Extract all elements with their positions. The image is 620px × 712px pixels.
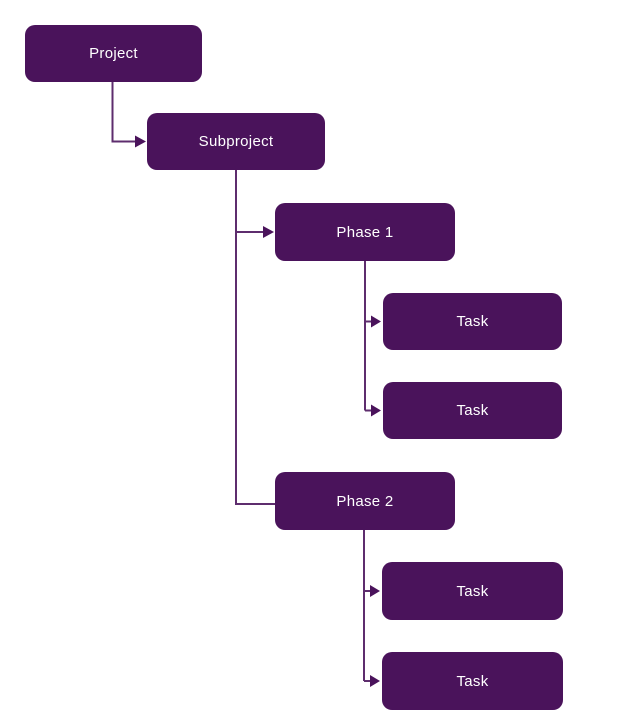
node-task-2: Task (383, 382, 562, 439)
node-phase-1: Phase 1 (275, 203, 455, 261)
node-task-4: Task (382, 652, 563, 710)
node-project: Project (25, 25, 202, 82)
arrowhead-task1 (371, 315, 381, 328)
node-task-3: Task (382, 562, 563, 620)
edge-subproject-phase2 (235, 170, 275, 505)
node-task-1: Task (383, 293, 562, 350)
arrowhead-subproject (135, 135, 146, 148)
arrowhead-phase1 (263, 226, 274, 238)
arrowhead-task3 (370, 585, 380, 597)
node-phase-1-label: Phase 1 (336, 223, 394, 241)
node-task-3-label: Task (456, 582, 489, 600)
node-phase-2-label: Phase 2 (336, 492, 394, 510)
arrowhead-task2 (371, 404, 381, 417)
node-subproject: Subproject (147, 113, 325, 170)
node-task-4-label: Task (456, 672, 489, 690)
node-task-1-label: Task (456, 313, 489, 330)
arrowhead-task4 (370, 675, 380, 687)
node-phase-2: Phase 2 (275, 472, 455, 530)
edge-project-subproject (111, 82, 135, 143)
node-subproject-label: Subproject (198, 133, 274, 150)
node-project-label: Project (89, 45, 138, 62)
node-task-2-label: Task (456, 402, 489, 419)
